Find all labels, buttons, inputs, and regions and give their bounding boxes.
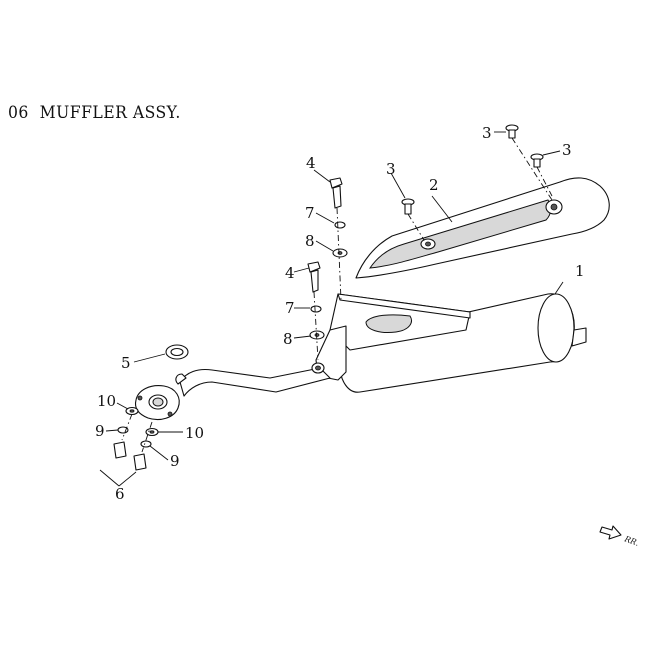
callout-3-left: 3 [386,160,396,178]
bolt-upper [329,177,343,209]
flange-nut-right [133,453,147,471]
callout-9-left: 9 [95,422,105,440]
callout-2: 2 [429,176,439,194]
leader-lines [99,131,564,487]
assembly-lines [121,137,553,453]
flange-nut-left [113,441,127,459]
callout-6: 6 [115,485,125,503]
callout-8-upper: 8 [305,232,315,250]
flange-spring-washer-right [140,440,152,448]
muffler-body [315,293,587,393]
callout-1: 1 [575,262,585,280]
diagram-title: 06 MUFFLER ASSY. [8,103,181,123]
flat-washer-upper [332,248,348,258]
screw-shield-top [505,124,519,139]
spring-washer-lower [310,305,322,313]
callout-4-lower: 4 [285,264,295,282]
rear-arrow-icon [599,525,622,540]
callout-10-right: 10 [185,424,204,442]
callout-3-right: 3 [562,141,572,159]
callout-3-top: 3 [482,124,492,142]
flat-washer-lower [309,330,325,340]
bolt-lower [307,261,321,293]
rear-direction-indicator: RR. [599,525,640,548]
screw-shield-right [530,153,544,168]
callout-labels: 1 2 3 3 3 4 4 5 6 7 7 8 8 9 9 10 10 [95,124,585,503]
callout-7-lower: 7 [285,299,295,317]
callout-8-lower: 8 [283,330,293,348]
gasket [165,344,189,360]
flange-washer-left [125,406,139,416]
callout-10-left: 10 [97,392,116,410]
exhaust-pipe [175,362,331,397]
flange-washer-right [145,427,159,437]
callout-9-right: 9 [170,452,180,470]
callout-7-upper: 7 [305,204,315,222]
callout-5: 5 [121,354,131,372]
exhaust-flange [134,385,180,421]
spring-washer-upper [334,221,346,229]
screw-shield-left [401,198,415,215]
heat-shield [355,177,610,279]
rear-direction-label: RR. [622,534,640,548]
callout-4-upper: 4 [306,154,316,172]
